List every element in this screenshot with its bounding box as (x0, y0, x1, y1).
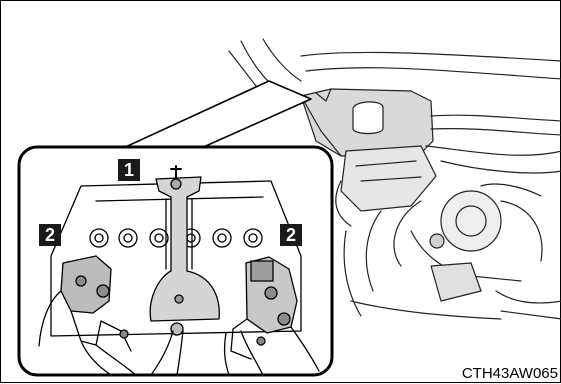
inset-pointer (121, 81, 311, 149)
callout-2-right: 2 (280, 224, 302, 246)
callout-2-left: 2 (39, 224, 61, 246)
callout-1: 1 (118, 159, 140, 181)
figure-code: CTH43AW065 (462, 365, 558, 382)
